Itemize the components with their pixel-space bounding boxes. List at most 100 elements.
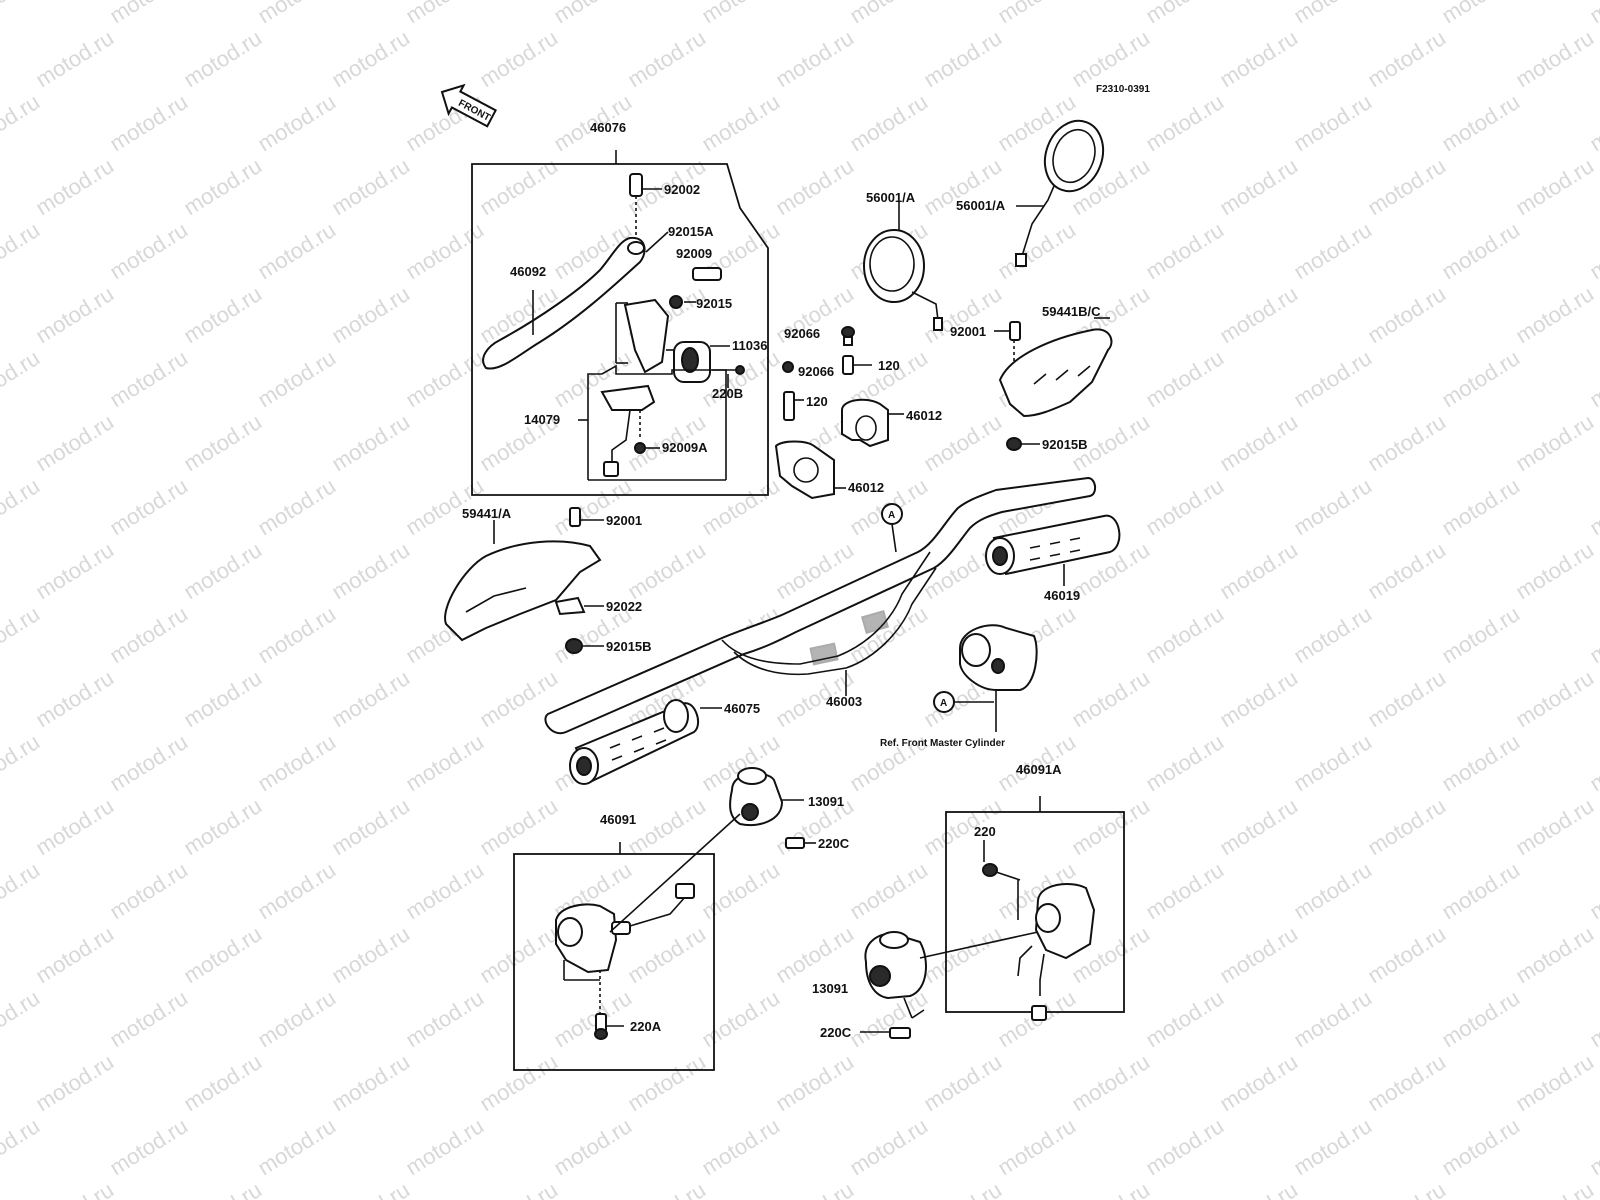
watermark-text: motod.ru [1585, 217, 1600, 284]
watermark-text: motod.ru [253, 0, 340, 28]
washer-92015A [627, 231, 669, 255]
watermark-text: motod.ru [179, 793, 266, 860]
watermark-text: motod.ru [1067, 25, 1154, 92]
watermark-text: motod.ru [1511, 665, 1598, 732]
watermark-text: motod.ru [919, 1049, 1006, 1116]
watermark-text: motod.ru [0, 601, 44, 668]
watermark-text: motod.ru [1511, 793, 1598, 860]
watermark-text: motod.ru [1215, 537, 1302, 604]
holder-bolts-upper [782, 326, 872, 421]
watermark-text: motod.ru [919, 1177, 1006, 1200]
watermark-text: motod.ru [1511, 537, 1598, 604]
watermark-text: motod.ru [105, 1113, 192, 1180]
watermark-text: motod.ru [179, 281, 266, 348]
watermark-text: motod.ru [1437, 601, 1524, 668]
watermark-text: motod.ru [771, 25, 858, 92]
watermark-text: motod.ru [549, 473, 636, 540]
label-220C-bottom: 220C [820, 1025, 852, 1040]
watermark-text: motod.ru [179, 1049, 266, 1116]
watermark-text: motod.ru [31, 1177, 118, 1200]
watermark-text: motod.ru [475, 793, 562, 860]
label-92009A: 92009A [662, 440, 708, 455]
watermark-text: motod.ru [31, 25, 118, 92]
watermark-text: motod.ru [253, 217, 340, 284]
watermark-text: motod.ru [1511, 409, 1598, 476]
watermark-text: motod.ru [0, 857, 44, 924]
watermark-text: motod.ru [0, 473, 44, 540]
watermark-text: motod.ru [401, 345, 488, 412]
watermark-text: motod.ru [1215, 1049, 1302, 1116]
label-92015: 92015 [696, 296, 732, 311]
label-56001A-right: 56001/A [956, 198, 1006, 213]
watermark-text: motod.ru [179, 25, 266, 92]
watermark-text: motod.ru [253, 857, 340, 924]
watermark-text: motod.ru [401, 1113, 488, 1180]
watermark-text: motod.ru [697, 473, 784, 540]
hand-guard-59441BC [998, 317, 1113, 451]
watermark-text: motod.ru [1363, 153, 1450, 220]
watermark-text: motod.ru [845, 601, 932, 668]
label-120-b: 120 [806, 394, 828, 409]
watermark-text: motod.ru [327, 537, 414, 604]
watermark-text: motod.ru [475, 1049, 562, 1116]
watermark-text: motod.ru [1585, 345, 1600, 412]
label-46076: 46076 [590, 120, 626, 135]
watermark-text: motod.ru [327, 409, 414, 476]
watermark-text: motod.ru [993, 0, 1080, 28]
watermark-text: motod.ru [549, 985, 636, 1052]
watermark-text: motod.ru [1585, 0, 1600, 28]
svg-text:A: A [888, 510, 895, 521]
label-46012-a: 46012 [906, 408, 942, 423]
watermark-text: motod.ru [771, 153, 858, 220]
watermark-text: motod.ru [1141, 345, 1228, 412]
label-46091: 46091 [600, 812, 636, 827]
watermark-text: motod.ru [1215, 409, 1302, 476]
label-220A: 220A [630, 1019, 662, 1034]
svg-text:A: A [940, 698, 947, 709]
watermark-text: motod.ru [475, 921, 562, 988]
watermark-text: motod.ru [1437, 473, 1524, 540]
watermark-text: motod.ru [697, 1113, 784, 1180]
switch-box-46091 [513, 813, 741, 1071]
watermark-text: motod.ru [1289, 473, 1376, 540]
watermark-text: motod.ru [401, 857, 488, 924]
watermark-text: motod.ru [253, 89, 340, 156]
watermark-text: motod.ru [549, 0, 636, 28]
label-220C-top: 220C [818, 836, 850, 851]
watermark-text: motod.ru [1585, 1113, 1600, 1180]
watermark-text: motod.ru [1289, 217, 1376, 284]
watermark-text: motod.ru [1289, 729, 1376, 796]
watermark-text: motod.ru [1363, 1049, 1450, 1116]
label-13091-bottom: 13091 [812, 981, 848, 996]
watermark-text: motod.ru [327, 25, 414, 92]
watermark-text: motod.ru [1511, 281, 1598, 348]
pin-92002 [629, 173, 662, 240]
watermark-text: motod.ru [1141, 729, 1228, 796]
watermark-text: motod.ru [1141, 857, 1228, 924]
watermark-text: motod.ru [623, 1049, 710, 1116]
watermark-text: motod.ru [1067, 1049, 1154, 1116]
watermark-text: motod.ru [1141, 89, 1228, 156]
watermark-text: motod.ru [31, 537, 118, 604]
watermark-text: motod.ru [1437, 89, 1524, 156]
switch-housing-13091-bottom [860, 931, 1039, 1039]
hand-guard-59441A [444, 507, 604, 654]
watermark-text: motod.ru [1363, 921, 1450, 988]
label-ref-front-master: Ref. Front Master Cylinder [880, 738, 1005, 749]
grip-46075 [569, 699, 722, 785]
watermark-text: motod.ru [0, 217, 44, 284]
watermark-text: motod.ru [1363, 665, 1450, 732]
marker-a-top: A [881, 503, 903, 553]
watermark-text: motod.ru [1363, 793, 1450, 860]
watermark-text: motod.ru [845, 857, 932, 924]
watermark-text: motod.ru [1585, 473, 1600, 540]
watermark-text: motod.ru [105, 857, 192, 924]
watermark-text: motod.ru [475, 25, 562, 92]
mirror-left [863, 202, 943, 331]
watermark-text: motod.ru [1511, 25, 1598, 92]
watermark-text: motod.ru [327, 281, 414, 348]
master-cylinder-ref: A [933, 624, 1038, 732]
lever-holder [615, 298, 670, 374]
watermark-text: motod.ru [179, 665, 266, 732]
watermark-text: motod.ru [401, 0, 488, 28]
